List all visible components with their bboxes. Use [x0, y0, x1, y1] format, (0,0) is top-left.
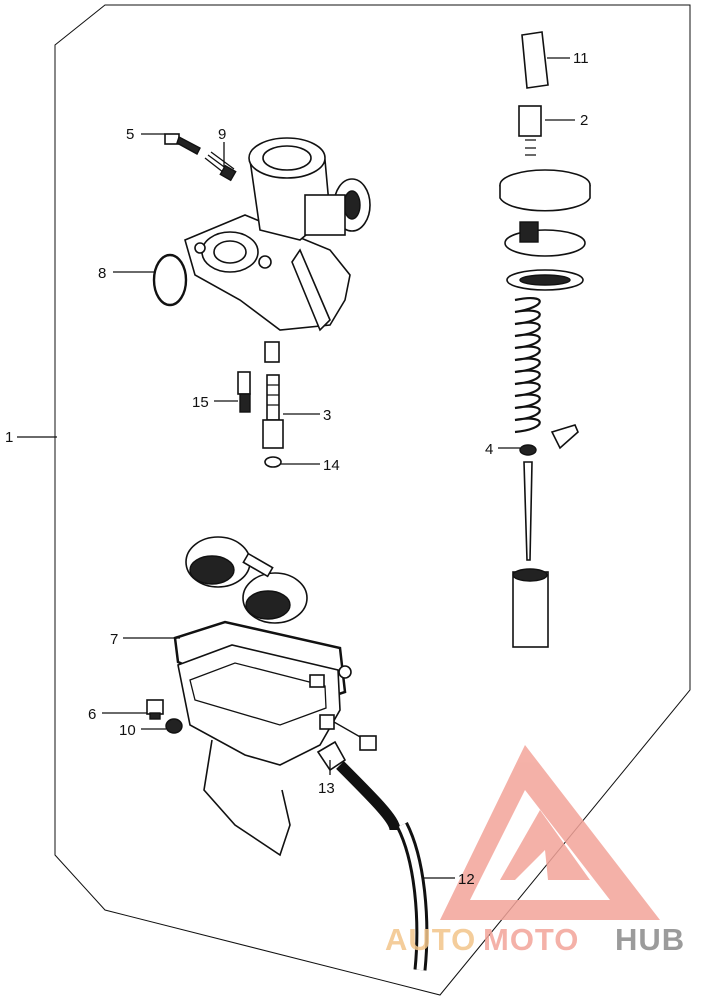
callout-12: 12	[458, 871, 475, 888]
callout-4: 4	[485, 441, 493, 458]
gasket-7	[173, 620, 347, 712]
bowl-screw	[319, 714, 377, 751]
watermark-logo-inner	[500, 810, 590, 880]
drain-screw-6	[146, 699, 164, 720]
slide-spring	[514, 296, 541, 434]
hose-clip-13	[316, 740, 347, 772]
callout-11: 11	[573, 50, 589, 67]
drain-hose-12	[336, 761, 401, 831]
callout-8: 8	[98, 265, 106, 282]
float-assembly	[185, 536, 308, 624]
needle-clip-4	[519, 444, 537, 456]
assembly-frame	[54, 4, 691, 996]
watermark-text-auto: AUTO	[385, 922, 476, 957]
callout-14: 14	[323, 457, 340, 474]
leader-lines	[17, 57, 575, 879]
callout-5: 5	[126, 126, 134, 143]
watermark-logo-triangle	[440, 745, 660, 920]
callout-15: 15	[192, 394, 209, 411]
jet-needle	[523, 461, 533, 561]
clip	[550, 424, 579, 450]
callout-13: 13	[318, 780, 335, 797]
wire-clip	[203, 739, 291, 857]
throttle-valve	[512, 568, 549, 648]
slide-assembly	[499, 31, 591, 291]
callout-labels: 1 2 3 4 5 6 7 8 9 10 11 12 13 14 15	[5, 50, 589, 888]
automotohub-watermark: AUTO MOTO HUB	[385, 745, 685, 957]
callout-9: 9	[218, 126, 226, 143]
callout-6: 6	[88, 706, 96, 723]
float-bowl	[177, 644, 352, 766]
callout-3: 3	[323, 407, 331, 424]
washer-10	[165, 718, 183, 734]
o-ring-8	[152, 253, 188, 307]
watermark-text-hub: HUB	[615, 922, 685, 957]
callout-2: 2	[580, 112, 588, 129]
carburetor-body	[184, 137, 371, 332]
jet-assembly	[237, 341, 284, 468]
callout-7: 7	[110, 631, 118, 648]
spring-9	[204, 151, 237, 182]
callout-10: 10	[119, 722, 136, 739]
watermark-text-moto: MOTO	[483, 922, 579, 957]
screw-5	[164, 133, 201, 155]
callout-1: 1	[5, 429, 13, 446]
